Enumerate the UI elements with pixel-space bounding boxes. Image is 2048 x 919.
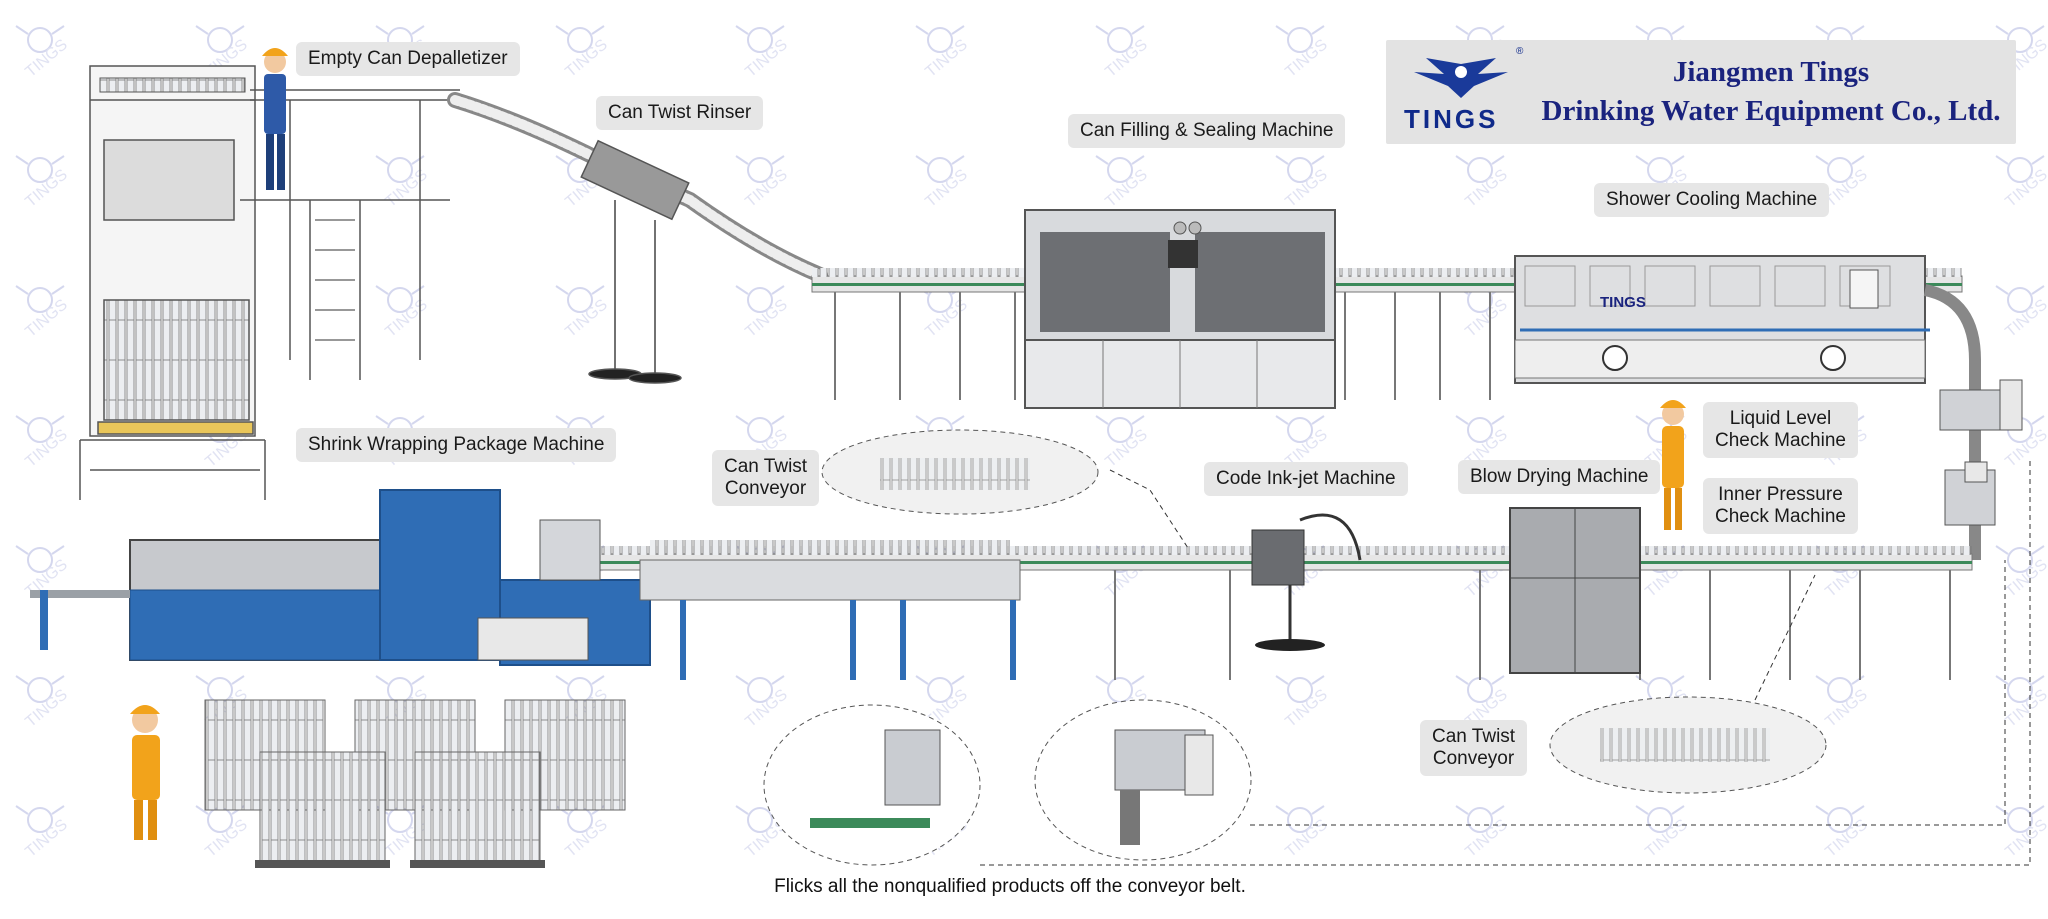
liquid-level-checker — [1939, 379, 2023, 431]
reject-caption: Flicks all the nonqualified products off… — [774, 876, 1246, 897]
registered-mark: ® — [1516, 46, 1524, 57]
filling-sealing-machine — [1024, 209, 1336, 409]
inner-pressure-checker — [1944, 461, 1996, 526]
shrink-wrapping-machine — [30, 489, 651, 666]
label-shrink-wrapping: Shrink Wrapping Package Machine — [296, 428, 617, 462]
brand-wordmark: TINGS — [1404, 104, 1499, 134]
inkjet-printer — [1251, 513, 1362, 651]
label-inner-pressure-check: Inner Pressure Check Machine — [1703, 478, 1858, 534]
label-code-inkjet: Code Ink-jet Machine — [1204, 462, 1408, 496]
company-name-line1: Jiangmen Tings — [1672, 56, 1870, 88]
return-chute — [1923, 284, 1981, 560]
label-can-twist-conveyor-top: Can Twist Conveyor — [712, 450, 820, 506]
label-empty-can-depalletizer: Empty Can Depalletizer — [296, 42, 520, 76]
worker-top — [262, 48, 288, 190]
company-name-line2: Drinking Water Equipment Co., Ltd. — [1541, 95, 2001, 127]
reject-callout-left — [763, 704, 981, 866]
worker-bottom — [130, 705, 160, 840]
eagle-logo-icon — [1414, 58, 1508, 98]
company-logo-panel: ® TINGS Jiangmen Tings Drinking Water Eq… — [1386, 40, 2016, 144]
depalletizer — [79, 65, 460, 500]
machine-brand-text: TINGS — [1600, 294, 1646, 311]
twist-rinser — [580, 139, 690, 384]
blow-drying-machine — [1509, 507, 1641, 674]
label-can-twist-rinser: Can Twist Rinser — [596, 96, 764, 130]
reject-callout-right — [1034, 699, 1252, 861]
twist-conveyor-callout-bottom — [1549, 574, 1827, 794]
reject-link-line-1 — [1250, 560, 2006, 826]
shower-cooling-machine — [1514, 255, 1930, 384]
worker-right — [1660, 400, 1686, 530]
packaged-pallets — [204, 699, 626, 868]
twist-conveyor-callout-top — [821, 429, 1189, 549]
infeed-conveyor — [639, 540, 1021, 680]
label-shower-cooling: Shower Cooling Machine — [1594, 183, 1830, 217]
label-liquid-level-check: Liquid Level Check Machine — [1703, 402, 1858, 458]
label-can-twist-conveyor-bottom: Can Twist Conveyor — [1420, 720, 1528, 776]
label-blow-drying: Blow Drying Machine — [1458, 460, 1661, 494]
label-can-filling-sealing: Can Filling & Sealing Machine — [1068, 114, 1346, 148]
